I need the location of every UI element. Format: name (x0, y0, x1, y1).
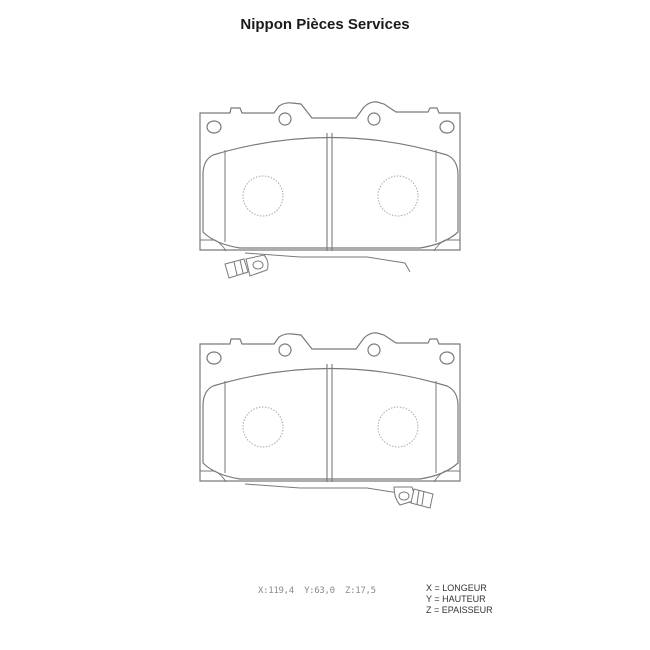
legend-item-y: Y = HAUTEUR (426, 594, 486, 604)
legend-item-z: Z = EPAISSEUR (426, 605, 493, 615)
wear-sensor-icon (393, 486, 434, 509)
dimension-legend: X = LONGEUR Y = HAUTEUR Z = EPAISSEUR (426, 583, 493, 616)
brake-pad-top (199, 101, 461, 279)
legend-item-x: X = LONGEUR (426, 583, 487, 593)
brake-pad-bottom (199, 332, 461, 504)
dimensions-text: X:119,4 Y:63,0 Z:17,5 (258, 586, 376, 596)
page-title: Nippon Pièces Services (240, 16, 410, 33)
wear-sensor-icon (224, 254, 269, 279)
